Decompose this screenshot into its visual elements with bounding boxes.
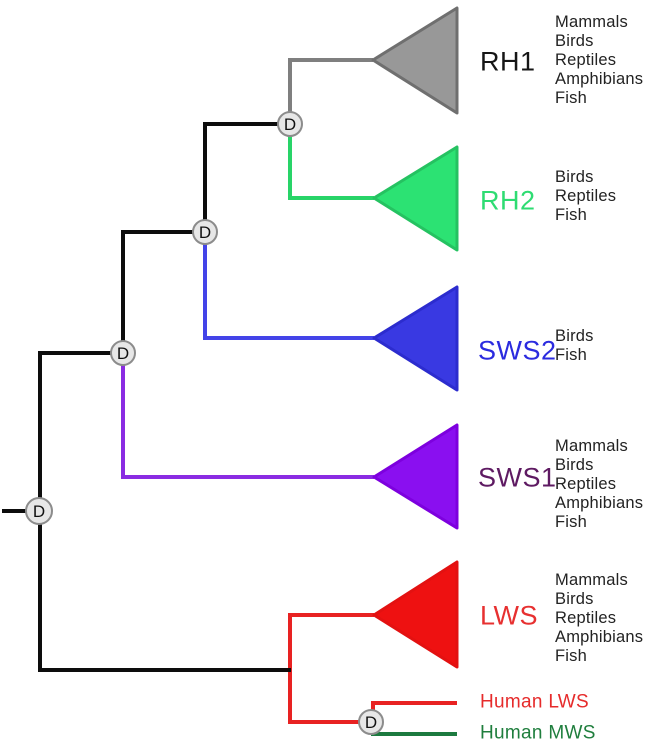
species-item: Amphibians [555, 494, 644, 512]
duplication-node-letter: D [199, 223, 211, 242]
branch-human-lws [371, 701, 457, 722]
species-item: Birds [555, 590, 594, 608]
branch-backbone [38, 351, 291, 672]
clade-label-sws2: SWS2 [478, 335, 557, 366]
duplication-node-letter: D [365, 713, 377, 732]
duplication-node-circle [358, 709, 384, 735]
duplication-node-sws1: D [110, 340, 136, 366]
clade-triangle-sws1 [372, 423, 459, 530]
clade-triangle-lws [372, 560, 459, 669]
species-item: Fish [555, 647, 587, 665]
branch-internal-upper [121, 230, 205, 353]
species-list-rh2: Birds Reptiles Fish [555, 168, 616, 225]
human-mws-label: Human MWS [480, 722, 596, 741]
branch-sws1 [121, 353, 374, 479]
species-item: Mammals [555, 571, 628, 589]
species-item: Amphibians [555, 628, 644, 646]
duplication-node-circle [192, 219, 218, 245]
species-item: Reptiles [555, 187, 617, 205]
duplication-node-circle [25, 497, 53, 525]
duplication-node-circle [277, 111, 303, 137]
species-item: Birds [555, 32, 594, 50]
species-item: Birds [555, 327, 594, 345]
duplication-node-rh1-rh2: D [277, 111, 303, 137]
duplication-node-letter: D [33, 502, 45, 521]
duplication-node-circle [110, 340, 136, 366]
species-item: Fish [555, 513, 587, 531]
branch-internal-top [203, 122, 290, 232]
branch-lws-clade [288, 613, 374, 724]
branch-sws2 [203, 232, 374, 340]
duplication-node-letter: D [284, 115, 296, 134]
species-item: Mammals [555, 13, 628, 31]
species-item: Reptiles [555, 51, 617, 69]
species-list-sws1: Mammals Birds Reptiles Amphibians Fish [555, 437, 643, 532]
species-item: Birds [555, 168, 594, 186]
clade-label-lws: LWS [480, 600, 539, 631]
species-item: Reptiles [555, 475, 617, 493]
branch-human-mws [371, 722, 457, 736]
clade-triangle-rh2 [372, 145, 459, 252]
species-item: Mammals [555, 437, 628, 455]
duplication-node-letter: D [117, 344, 129, 363]
species-item: Amphibians [555, 70, 644, 88]
duplication-node-rh-sws2: D [192, 219, 218, 245]
clade-triangle-rh1 [371, 6, 459, 115]
branch-rh2 [288, 124, 374, 200]
clade-label-rh1: RH1 [480, 46, 536, 77]
species-list-rh1: Mammals Birds Reptiles Amphibians Fish [555, 13, 643, 108]
human-lws-label: Human LWS [480, 691, 589, 713]
species-item: Fish [555, 89, 587, 107]
species-item: Fish [555, 346, 587, 364]
duplication-node-human-lws-mws: D [358, 709, 384, 735]
species-list-lws: Mammals Birds Reptiles Amphibians Fish [555, 571, 643, 666]
species-item: Birds [555, 456, 594, 474]
species-item: Fish [555, 206, 587, 224]
species-list-sws2: Birds Fish [555, 327, 594, 365]
clade-label-rh2: RH2 [480, 185, 536, 216]
branch-rh1 [288, 58, 373, 124]
clade-label-sws1: SWS1 [478, 462, 557, 493]
clade-triangle-sws2 [372, 285, 459, 392]
species-item: Reptiles [555, 609, 617, 627]
duplication-node-root: D [25, 497, 53, 525]
